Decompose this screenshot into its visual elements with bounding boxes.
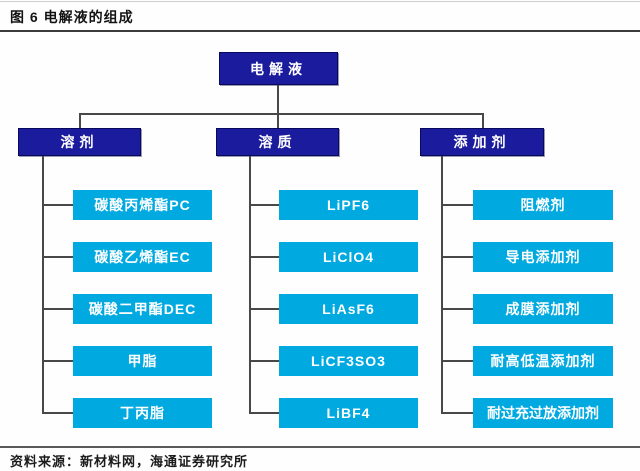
branch-node-additive: 添加剂	[420, 128, 544, 156]
trunk-solute	[249, 156, 251, 414]
connector-root-drop	[277, 85, 279, 113]
leaf-node-solvent-4: 甲脂	[73, 346, 212, 376]
branch-node-solvent: 溶剂	[18, 128, 141, 156]
connector-drop-solvent	[79, 113, 81, 128]
leaf-node-solute-3: LiAsF6	[279, 294, 418, 324]
leaf-node-solute-1: LiPF6	[279, 190, 418, 220]
leaf-node-solvent-2: 碳酸乙烯酯EC	[73, 242, 212, 272]
stub-additive-3	[441, 308, 473, 310]
stub-solute-1	[249, 204, 279, 206]
top-hairline	[0, 1, 640, 2]
stub-solvent-3	[42, 308, 73, 310]
leaf-node-solute-2: LiClO4	[279, 242, 418, 272]
leaf-node-additive-1: 阻燃剂	[473, 190, 613, 220]
source-note: 资料来源：新材料网，海通证券研究所	[10, 454, 249, 469]
trunk-additive	[441, 156, 443, 414]
stub-additive-1	[441, 204, 473, 206]
stub-additive-5	[441, 412, 473, 414]
stub-solute-2	[249, 256, 279, 258]
connector-drop-additive	[482, 113, 484, 128]
connector-horizontal	[79, 113, 484, 115]
branch-node-solute: 溶质	[216, 128, 339, 156]
stub-solute-5	[249, 412, 279, 414]
leaf-node-additive-5: 耐过充过放添加剂	[473, 398, 613, 428]
stub-additive-2	[441, 256, 473, 258]
stub-solvent-2	[42, 256, 73, 258]
stub-solvent-5	[42, 412, 73, 414]
stub-solvent-4	[42, 360, 73, 362]
title-divider	[0, 30, 640, 32]
leaf-node-solvent-1: 碳酸丙烯酯PC	[73, 190, 212, 220]
leaf-node-additive-3: 成膜添加剂	[473, 294, 613, 324]
leaf-node-solvent-3: 碳酸二甲酯DEC	[73, 294, 212, 324]
tree-root-node: 电解液	[219, 52, 338, 85]
stub-solute-3	[249, 308, 279, 310]
figure-title: 图 6 电解液的组成	[10, 9, 134, 25]
leaf-node-solute-5: LiBF4	[279, 398, 418, 428]
footer-divider	[0, 446, 640, 448]
stub-solvent-1	[42, 204, 73, 206]
stub-additive-4	[441, 360, 473, 362]
leaf-node-solvent-5: 丁丙脂	[73, 398, 212, 428]
trunk-solvent	[42, 156, 44, 414]
connector-drop-solute	[277, 113, 279, 128]
leaf-node-additive-4: 耐高低温添加剂	[473, 346, 613, 376]
leaf-node-solute-4: LiCF3SO3	[279, 346, 418, 376]
stub-solute-4	[249, 360, 279, 362]
leaf-node-additive-2: 导电添加剂	[473, 242, 613, 272]
